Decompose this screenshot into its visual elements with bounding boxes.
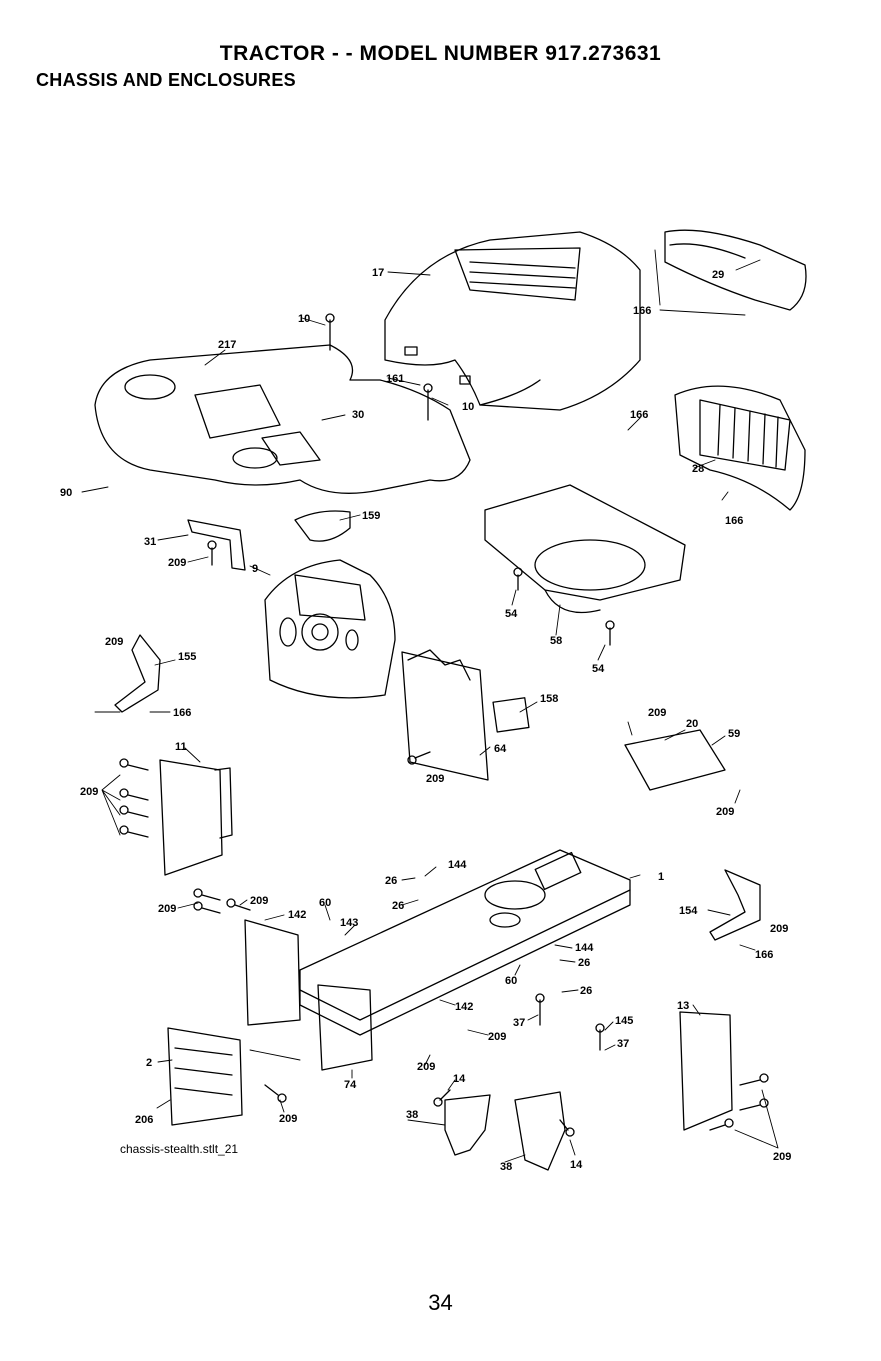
callout-label: 74 (344, 1079, 357, 1091)
callout-label: 37 (617, 1038, 629, 1050)
callout-label: 166 (755, 949, 773, 961)
callout-label: 155 (178, 651, 196, 663)
callout-label: 217 (218, 339, 236, 351)
page-number: 34 (428, 1290, 453, 1315)
callout-label: 209 (80, 786, 98, 798)
callout-label: 14 (453, 1073, 466, 1085)
callout-label: 209 (426, 773, 444, 785)
grill-panel-part (674, 385, 806, 511)
bracket-38-left-part (444, 1094, 491, 1156)
callout-label: 209 (417, 1061, 435, 1073)
front-plate-2-part (167, 1027, 243, 1126)
callout-label: 9 (252, 563, 258, 575)
page-title: TRACTOR - - MODEL NUMBER 917.273631 (219, 42, 662, 65)
callout-label: 154 (679, 905, 698, 917)
callout-label: 29 (712, 269, 724, 281)
side-plate-13-part (679, 1011, 733, 1131)
diagram-reference-id: chassis-stealth.stlt_21 (120, 1142, 239, 1156)
callout-label: 206 (135, 1114, 153, 1126)
callout-label: 10 (298, 313, 310, 325)
callout-label: 159 (362, 510, 380, 522)
callout-label: 60 (505, 975, 517, 987)
callout-label: 209 (716, 806, 734, 818)
firewall-shroud-part (484, 484, 686, 614)
hood-side-panel-part (664, 229, 807, 311)
callout-label: 58 (550, 635, 562, 647)
callout-label: 209 (105, 636, 123, 648)
callout-label: 90 (60, 487, 72, 499)
callout-label: 142 (288, 909, 306, 921)
callout-label: 37 (513, 1017, 525, 1029)
callout-label: 13 (677, 1000, 689, 1012)
callout-label: 143 (340, 917, 358, 929)
fender-deck-part (94, 344, 471, 494)
callout-label: 31 (144, 536, 156, 548)
section-subtitle: CHASSIS AND ENCLOSURES (36, 70, 296, 90)
callout-label: 142 (455, 1001, 473, 1013)
dash-panel-part (264, 559, 396, 699)
side-plate-11-part (159, 759, 223, 876)
cup-holder-part (294, 510, 351, 542)
switch-158-part (492, 697, 530, 733)
callout-label: 209 (773, 1151, 791, 1163)
hood-part (384, 231, 641, 411)
callout-label: 166 (725, 515, 743, 527)
callout-label: 20 (686, 718, 698, 730)
callout-label: 38 (500, 1161, 512, 1173)
callout-label: 38 (406, 1109, 418, 1121)
callout-label: 26 (580, 985, 592, 997)
bracket-38-right-part (514, 1091, 566, 1171)
callout-label: 1 (658, 871, 664, 883)
plate-142-part (244, 919, 301, 1026)
callout-label: 209 (279, 1113, 297, 1125)
callout-label: 166 (173, 707, 191, 719)
callout-label: 209 (158, 903, 176, 915)
callout-label: 209 (168, 557, 186, 569)
callout-label: 144 (575, 942, 594, 954)
callout-label: 145 (615, 1015, 633, 1027)
bracket-31-part (187, 519, 246, 571)
callout-label: 26 (392, 900, 404, 912)
callout-label: 209 (770, 923, 788, 935)
callout-label: 166 (633, 305, 651, 317)
bracket-154-part (709, 869, 761, 941)
callout-label: 166 (630, 409, 648, 421)
callout-label: 59 (728, 728, 740, 740)
callout-label: 60 (319, 897, 331, 909)
plate-20-part (624, 729, 726, 791)
callout-label: 64 (494, 743, 507, 755)
mount-bracket-64-part (401, 651, 489, 781)
callout-label: 54 (505, 608, 518, 620)
plate-mount-74-part (317, 984, 373, 1071)
callout-label: 10 (462, 401, 474, 413)
bolt-icons (119, 313, 769, 1137)
callout-label: 30 (352, 409, 364, 421)
bracket-155-part (114, 634, 161, 713)
callout-label: 54 (592, 663, 605, 675)
callout-label: 209 (648, 707, 666, 719)
callout-label: 26 (578, 957, 590, 969)
callout-label: 11 (175, 741, 187, 753)
callout-label: 209 (488, 1031, 506, 1043)
callout-label: 209 (250, 895, 268, 907)
callout-label: 158 (540, 693, 558, 705)
callout-label: 14 (570, 1159, 583, 1171)
callout-label: 17 (372, 267, 384, 279)
callout-label: 26 (385, 875, 397, 887)
callout-label: 161 (386, 373, 404, 385)
callout-label: 28 (692, 463, 704, 475)
leader-lines (81, 249, 779, 1163)
callout-label: 2 (146, 1057, 152, 1069)
callout-label: 144 (448, 859, 467, 871)
